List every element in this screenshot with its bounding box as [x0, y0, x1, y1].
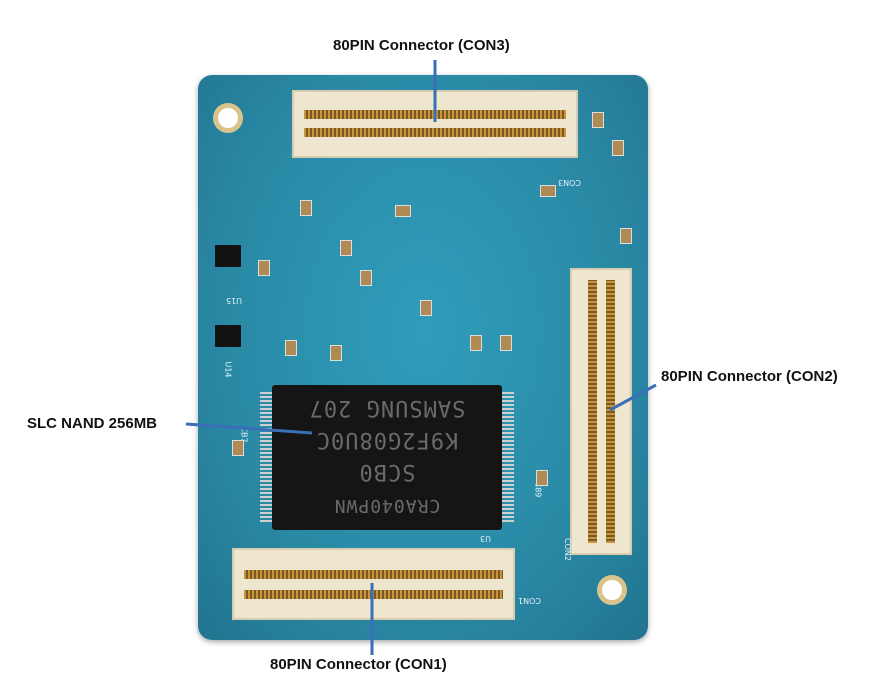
- mounting-hole: [213, 103, 243, 133]
- label-con3: 80PIN Connector (CON3): [333, 37, 510, 54]
- nand-flash-chip: CRA040PWN SCB0 K9F2G08U0C SAMSUNG 207: [272, 385, 502, 530]
- mounting-hole: [597, 575, 627, 605]
- arrow-nand: [185, 422, 313, 435]
- ic-u15: [215, 245, 241, 267]
- label-con1: 80PIN Connector (CON1): [270, 656, 447, 673]
- label-con2: 80PIN Connector (CON2): [661, 368, 838, 385]
- connector-con2: [570, 268, 632, 555]
- arrow-con2: [609, 383, 657, 412]
- ic-u14: [215, 325, 241, 347]
- label-nand: SLC NAND 256MB: [27, 415, 158, 432]
